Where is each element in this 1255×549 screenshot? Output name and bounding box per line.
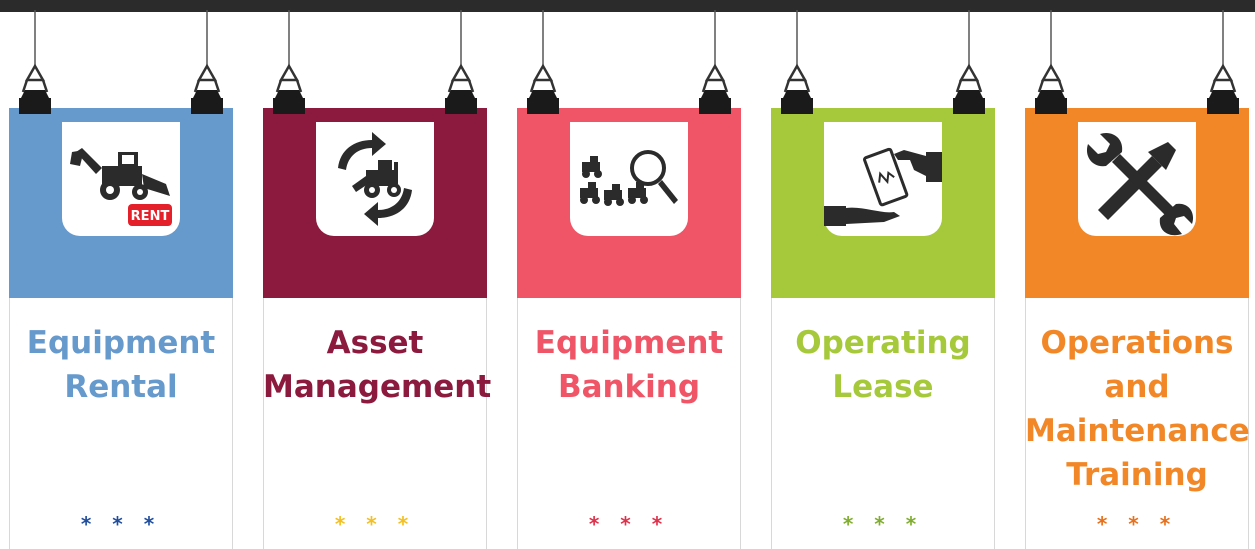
binder-clip bbox=[1031, 0, 1071, 114]
card-operating-lease[interactable]: Operating Lease * * * bbox=[771, 108, 995, 549]
card-asset-management[interactable]: Asset Management * * * bbox=[263, 108, 492, 549]
binder-clip bbox=[949, 0, 989, 114]
card-equipment-rental[interactable]: RENT Equipment Rental * * * bbox=[9, 108, 233, 549]
card-title: Asset Management bbox=[263, 325, 492, 405]
card-title: Operations and Maintenance Training bbox=[1025, 325, 1250, 493]
card-title: Operating Lease bbox=[795, 325, 971, 405]
binder-clip bbox=[523, 0, 563, 114]
backhoe-cycle-icon bbox=[338, 132, 412, 226]
card-body bbox=[263, 298, 487, 549]
card-body bbox=[517, 298, 741, 549]
rent-badge: RENT bbox=[131, 209, 170, 224]
binder-clip bbox=[777, 0, 817, 114]
decorative-dots: * * * bbox=[842, 512, 924, 536]
icon-window bbox=[1078, 122, 1196, 236]
decorative-dots: * * * bbox=[588, 512, 670, 536]
card-equipment-banking[interactable]: Equipment Banking * * * bbox=[517, 108, 741, 549]
decorative-dots: * * * bbox=[1096, 512, 1178, 536]
icon-window: RENT bbox=[62, 122, 180, 236]
card-body bbox=[1025, 298, 1249, 549]
card-title: Equipment Rental bbox=[26, 325, 216, 405]
decorative-dots: * * * bbox=[334, 512, 416, 536]
wrench-screwdriver-icon bbox=[1086, 132, 1194, 236]
binder-clip bbox=[695, 0, 735, 114]
card-body bbox=[771, 298, 995, 549]
icon-window bbox=[570, 122, 688, 236]
card-body bbox=[9, 298, 233, 549]
binder-clip bbox=[269, 0, 309, 114]
backhoe-search-icon bbox=[580, 150, 678, 206]
handshake-document-icon bbox=[824, 147, 942, 226]
binder-clip bbox=[187, 0, 227, 114]
card-title: Equipment Banking bbox=[534, 325, 724, 405]
binder-clip bbox=[441, 0, 481, 114]
icon-window bbox=[824, 122, 942, 236]
binder-clip bbox=[15, 0, 55, 114]
icon-window bbox=[316, 122, 434, 236]
backhoe-rent-icon: RENT bbox=[70, 148, 172, 226]
card-operations-maintenance-training[interactable]: Operations and Maintenance Training * * … bbox=[1025, 108, 1250, 549]
hanging-rail bbox=[0, 0, 1255, 12]
decorative-dots: * * * bbox=[80, 512, 162, 536]
binder-clip bbox=[1203, 0, 1243, 114]
